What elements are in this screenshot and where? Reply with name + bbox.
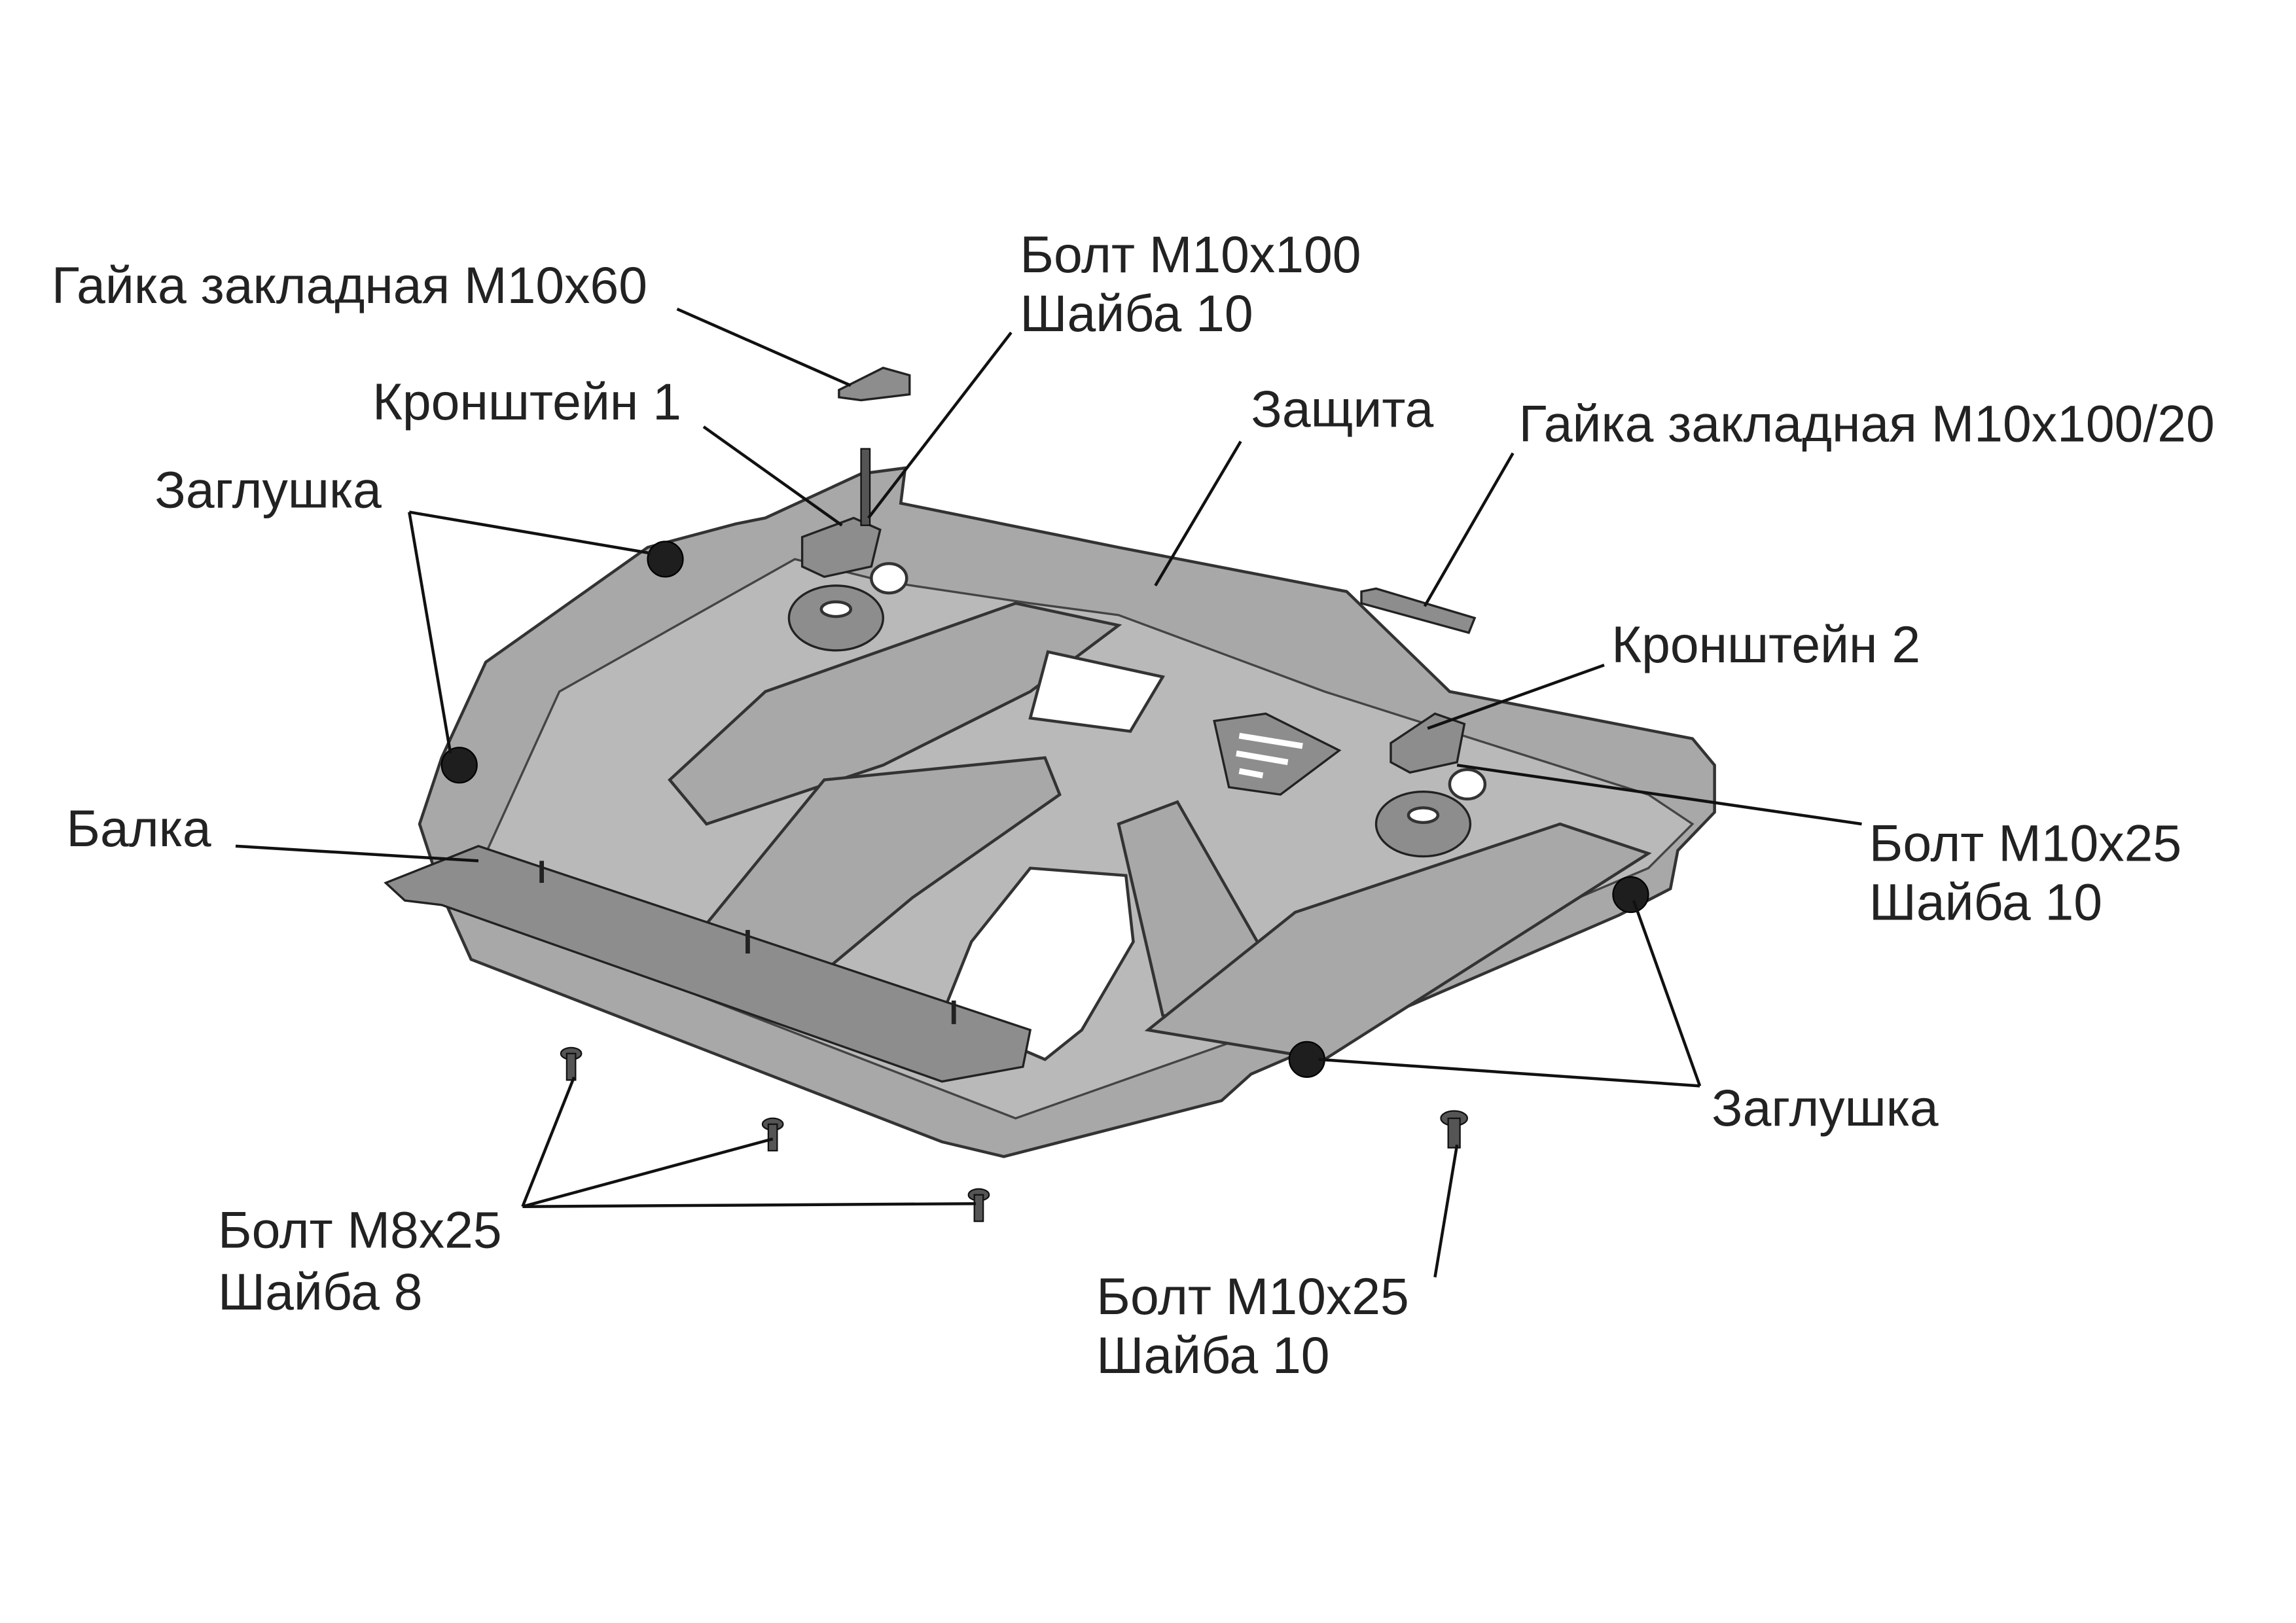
bolt-m10x25-loose xyxy=(1440,1110,1469,1149)
label-embedded-nut-m10x60: Гайка закладная М10х60 xyxy=(52,257,647,314)
label-guard: Защита xyxy=(1251,380,1433,438)
label-embedded-nut-m10x100-20: Гайка закладная М10х100/20 xyxy=(1519,395,2215,453)
label-plug-right: Заглушка xyxy=(1712,1079,1939,1137)
bolt-m8x25-1 xyxy=(560,1046,583,1081)
label-washer-10-right: Шайба 10 xyxy=(1869,873,2102,931)
label-bolt-m10x25-right: Болт М10х25 xyxy=(1869,814,2181,872)
label-bolt-m10x25-bottom: Болт М10х25 xyxy=(1096,1268,1408,1325)
bracket-1-part xyxy=(800,516,882,579)
plug-top-left xyxy=(647,541,684,578)
plug-right xyxy=(1612,876,1649,914)
skid-plate xyxy=(418,466,1716,1158)
label-bolt-m10x100: Болт М10х100 xyxy=(1020,226,1361,283)
mount-boss-left xyxy=(787,584,884,652)
leader-lines xyxy=(235,308,1862,1277)
embedded-nut-m10x60-part xyxy=(838,366,911,402)
label-washer-10-bottom: Шайба 10 xyxy=(1096,1327,1329,1384)
label-bracket-1: Кронштейн 1 xyxy=(372,373,681,431)
bolt-m10x100-part xyxy=(860,448,871,526)
label-washer-10-top: Шайба 10 xyxy=(1020,285,1253,342)
beam-part xyxy=(384,845,1032,1083)
embedded-nut-m10x100-20-part xyxy=(1360,587,1477,634)
plug-bottom-left xyxy=(440,747,478,784)
label-bracket-2: Кронштейн 2 xyxy=(1611,616,1920,673)
label-washer-8: Шайба 8 xyxy=(218,1263,422,1321)
label-bolt-m8x25: Болт М8х25 xyxy=(218,1202,502,1259)
bolt-m8x25-3 xyxy=(967,1188,990,1222)
label-plug-left: Заглушка xyxy=(154,461,382,519)
bolt-m8x25-2 xyxy=(761,1117,784,1152)
label-beam: Балка xyxy=(66,800,211,857)
triangle-cutout xyxy=(1028,650,1166,733)
bracket-2-part xyxy=(1390,712,1466,774)
service-hatch-cutout xyxy=(940,866,1135,1061)
